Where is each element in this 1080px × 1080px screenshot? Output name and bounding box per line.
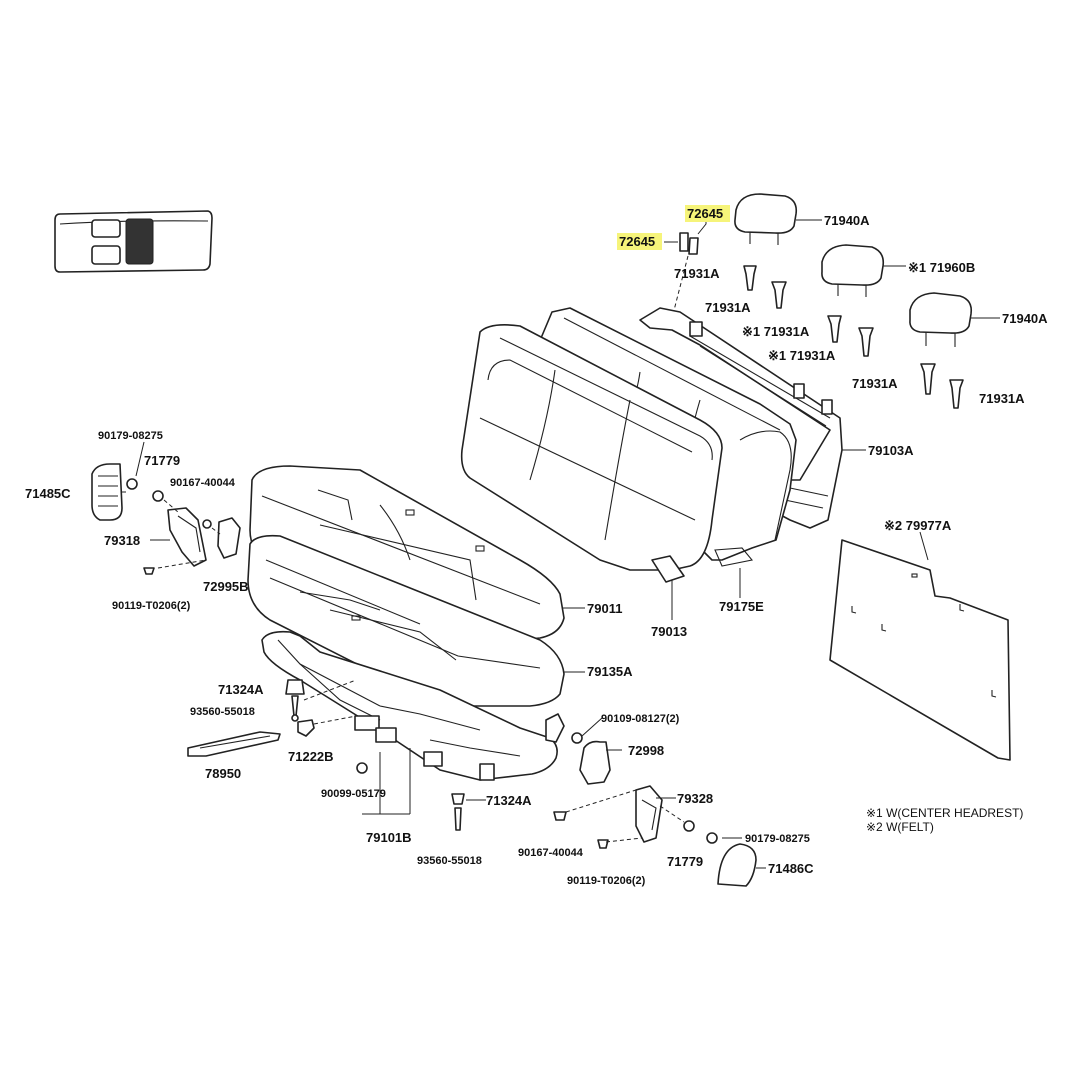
label-72995B: 72995B bbox=[203, 579, 249, 594]
seatback-79013 bbox=[460, 324, 723, 583]
label-90119-T0206-left: 90119-T0206(2) bbox=[112, 600, 191, 612]
label-79328: 79328 bbox=[677, 791, 713, 806]
headrest-supports bbox=[743, 265, 964, 409]
part-labels: 72645 72645 71940A ※1 71960B 71931A 7193… bbox=[25, 205, 1048, 887]
label-78950: 78950 bbox=[205, 766, 241, 781]
label-90167-40044-bottom: 90167-40044 bbox=[518, 847, 584, 859]
label-71779-top: 71779 bbox=[144, 453, 180, 468]
rear-seat-location-marker bbox=[125, 218, 154, 265]
label-71779-bottom: 71779 bbox=[667, 854, 703, 869]
label-71324A-mid: 71324A bbox=[486, 793, 532, 808]
label-71940A-top: 71940A bbox=[824, 213, 870, 228]
label-72645-top: 72645 bbox=[687, 206, 723, 221]
label-79103A: 79103A bbox=[868, 443, 914, 458]
cushion-pad-79135A bbox=[247, 534, 565, 707]
label-71931A-5: 71931A bbox=[852, 376, 898, 391]
label-79318: 79318 bbox=[104, 533, 140, 548]
headrest-71960B bbox=[821, 244, 885, 297]
label-71931A-2: 71931A bbox=[705, 300, 751, 315]
headrest-71940A-top bbox=[734, 193, 798, 245]
left-lower-hardware bbox=[187, 679, 465, 831]
label-71485C: 71485C bbox=[25, 486, 71, 501]
note-felt: ※2 W(FELT) bbox=[866, 820, 934, 834]
label-93560-55018-left: 93560-55018 bbox=[190, 706, 255, 718]
note-center-headrest: ※1 W(CENTER HEADREST) bbox=[866, 806, 1023, 820]
label-79011: 79011 bbox=[587, 601, 622, 616]
label-79175E: 79175E bbox=[719, 599, 764, 614]
label-90179-08275-bottom: 90179-08275 bbox=[745, 833, 810, 845]
label-90119-T0206-bottom: 90119-T0206(2) bbox=[567, 875, 646, 887]
seat-frame-79101B bbox=[261, 630, 565, 781]
label-79135A: 79135A bbox=[587, 664, 633, 679]
label-90167-40044-top: 90167-40044 bbox=[170, 477, 236, 489]
label-90099-05179: 90099-05179 bbox=[321, 788, 386, 800]
label-79101B: 79101B bbox=[366, 830, 412, 845]
leader-lines bbox=[122, 219, 1000, 869]
label-90109-08127: 90109-08127(2) bbox=[601, 713, 680, 725]
right-lower-hardware bbox=[553, 732, 757, 887]
headrest-71940A-right bbox=[909, 292, 973, 347]
label-71324A-left: 71324A bbox=[218, 682, 264, 697]
label-71960B: ※1 71960B bbox=[908, 260, 975, 275]
left-hinge-hardware bbox=[91, 463, 241, 575]
label-71931A-6: 71931A bbox=[979, 391, 1025, 406]
label-71940A-right: 71940A bbox=[1002, 311, 1048, 326]
label-72998: 72998 bbox=[628, 743, 664, 758]
label-71222B: 71222B bbox=[288, 749, 334, 764]
label-71931A-4: ※1 71931A bbox=[768, 348, 836, 363]
label-71931A-3: ※1 71931A bbox=[742, 324, 810, 339]
label-79013: 79013 bbox=[651, 624, 687, 639]
label-71486C: 71486C bbox=[768, 861, 814, 876]
highlight-72645-top bbox=[685, 205, 730, 222]
label-71931A-1: 71931A bbox=[674, 266, 720, 281]
label-93560-55018-mid: 93560-55018 bbox=[417, 855, 482, 867]
highlight-72645-left bbox=[617, 233, 662, 250]
label-90179-08275-top: 90179-08275 bbox=[98, 430, 163, 442]
label-72645-left: 72645 bbox=[619, 234, 655, 249]
label-79977A: ※2 79977A bbox=[884, 518, 952, 533]
felt-79977A bbox=[829, 539, 1011, 761]
seat-location-inset bbox=[54, 210, 213, 273]
